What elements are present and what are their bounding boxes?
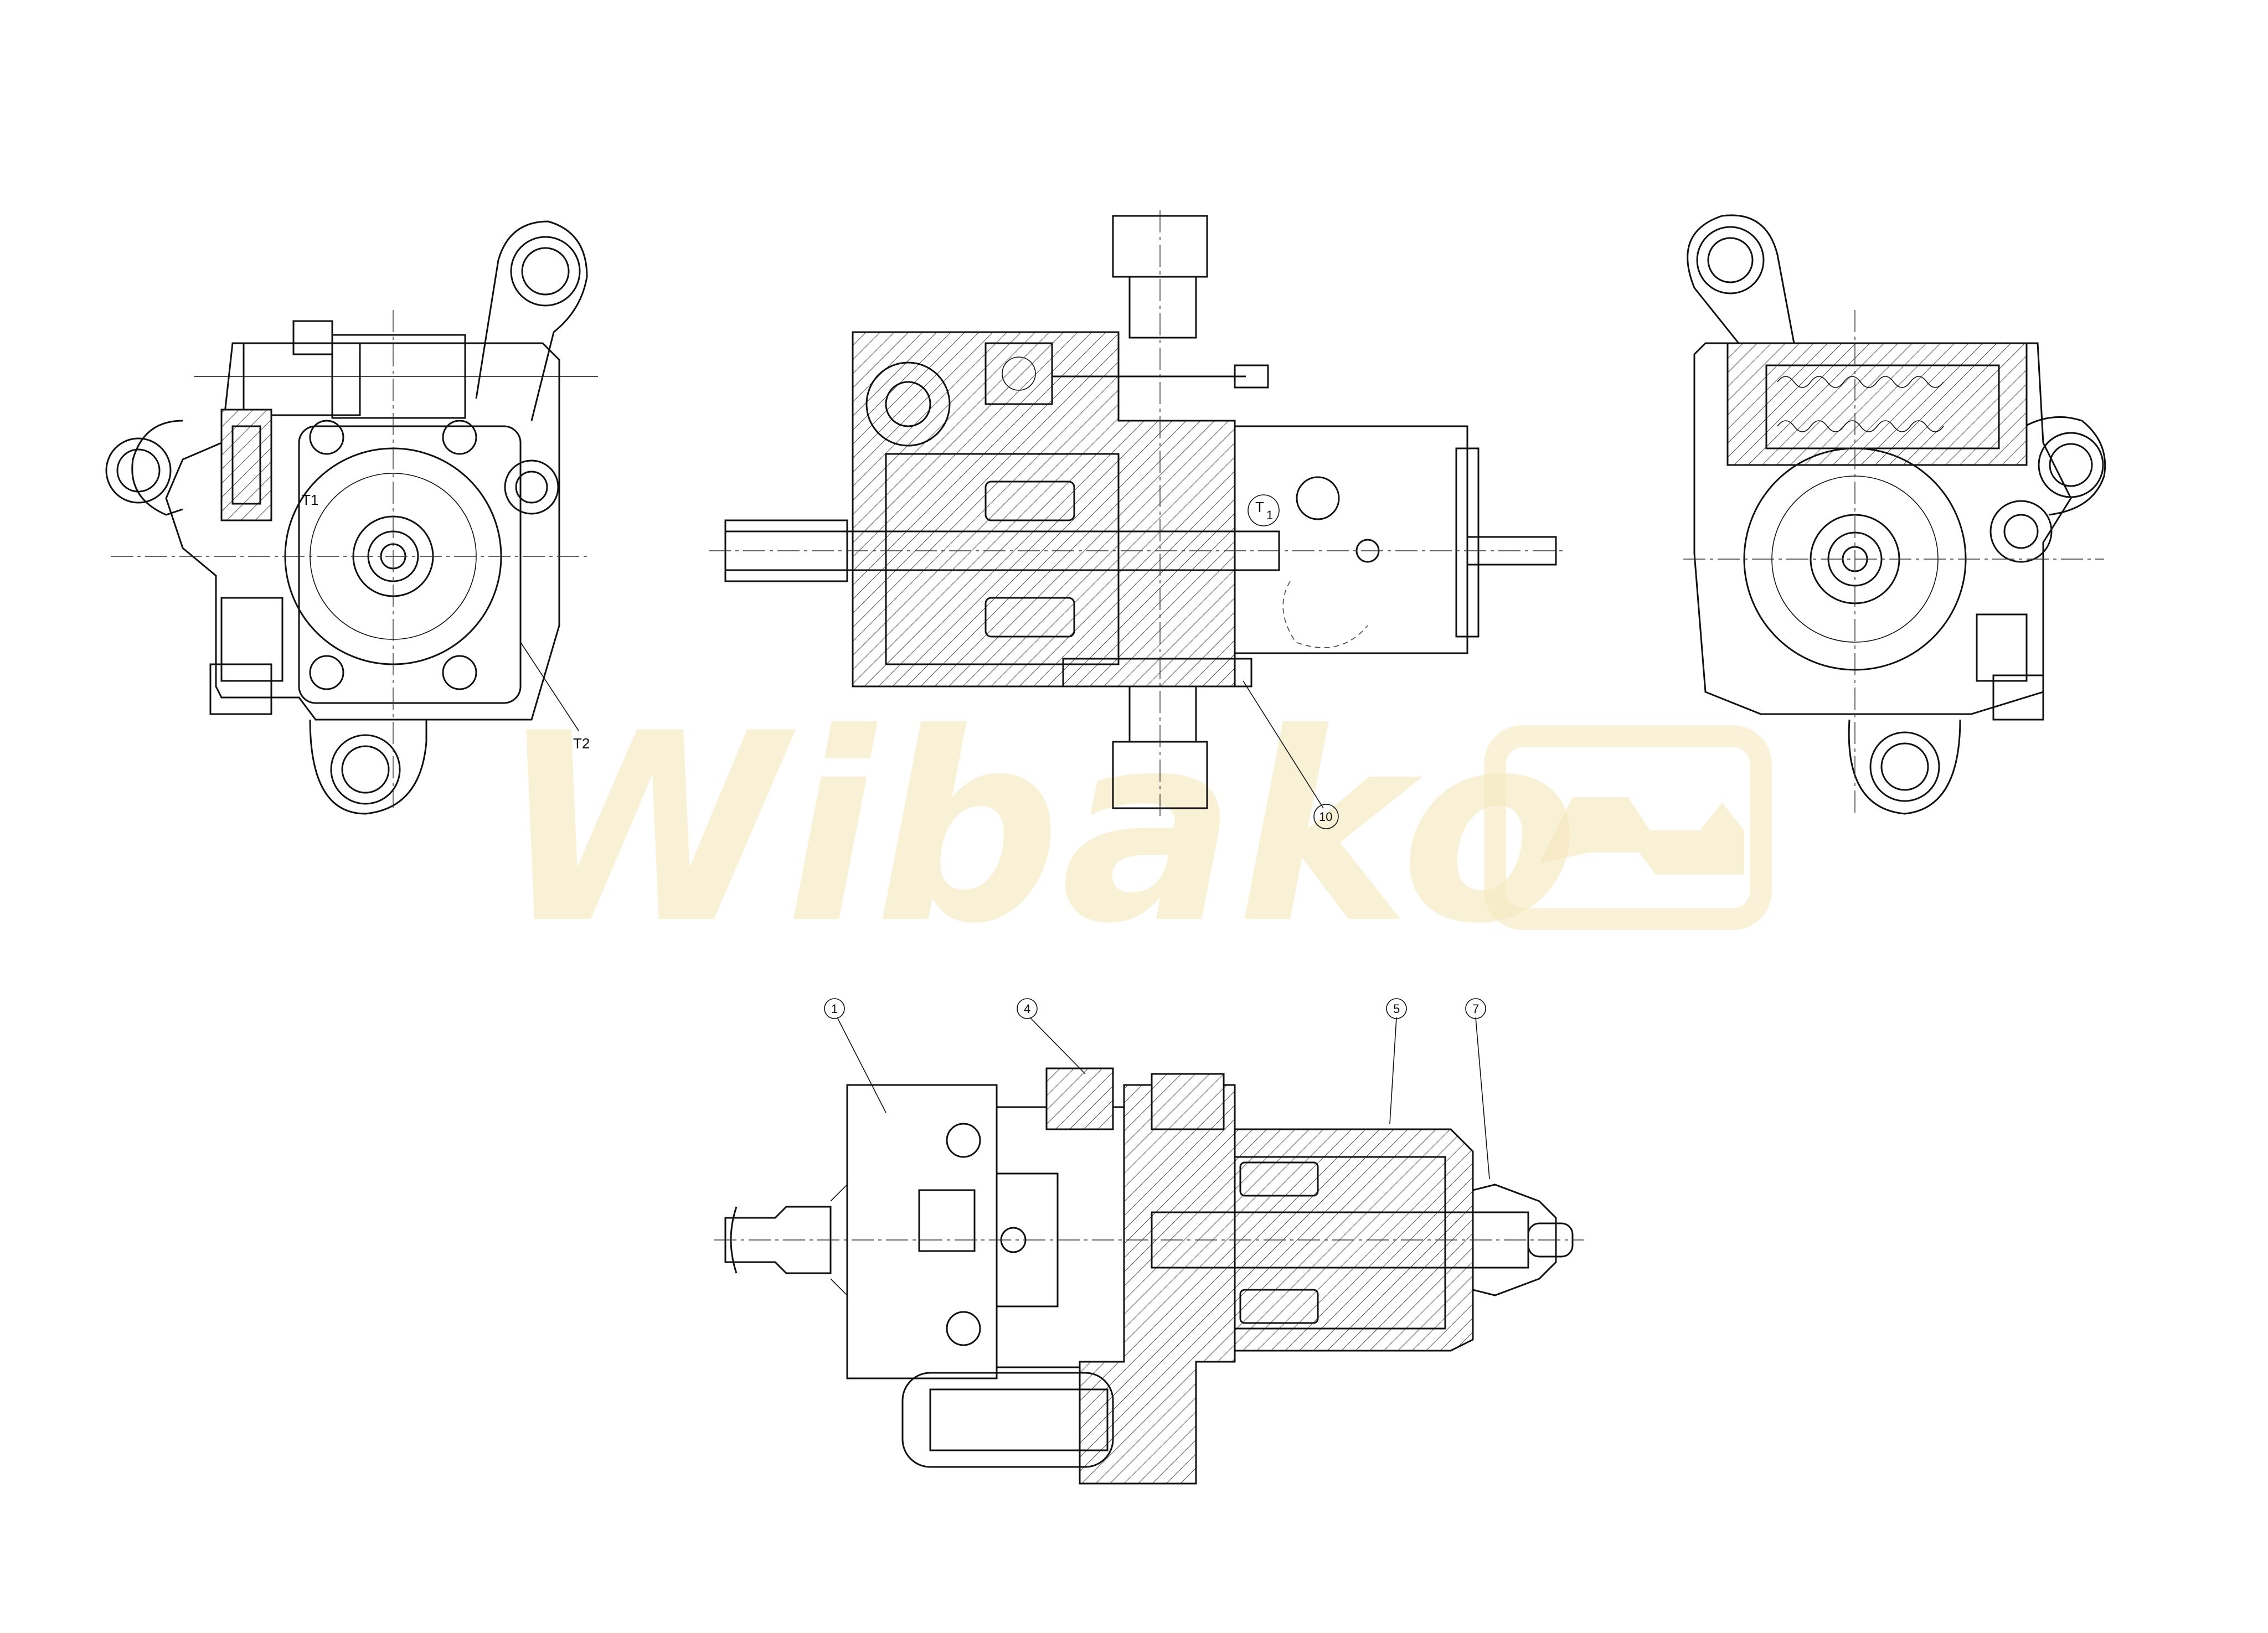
watermark: Wibako bbox=[498, 678, 1772, 980]
port-label-t1-center-sub: 1 bbox=[1266, 508, 1273, 522]
bottom-section-view: 1 4 5 7 bbox=[714, 998, 1584, 1485]
center-housing bbox=[852, 331, 1236, 688]
watermark-logo-frame bbox=[1484, 725, 1772, 930]
callout-1-text: 1 bbox=[831, 1002, 838, 1016]
callout-4-bubble bbox=[1017, 998, 1038, 1019]
callout-5-bubble bbox=[1386, 998, 1407, 1019]
left-end-view: T1 T2 bbox=[105, 220, 598, 815]
callout-4-text: 4 bbox=[1024, 1002, 1030, 1016]
left-view-body bbox=[165, 342, 560, 721]
watermark-text: Wibako bbox=[498, 678, 1579, 980]
callout-7-leader bbox=[1475, 1017, 1490, 1180]
callout-7-bubble bbox=[1465, 998, 1486, 1019]
callout-5-leader bbox=[1389, 1017, 1397, 1124]
callout-10-bubble bbox=[1313, 804, 1339, 829]
callout-7-text: 7 bbox=[1472, 1002, 1479, 1016]
right-end-view bbox=[1683, 214, 2106, 815]
callout-1-bubble bbox=[824, 998, 845, 1019]
right-view-body bbox=[1693, 342, 2072, 715]
watermark-excavator-icon bbox=[1539, 797, 1744, 875]
callout-1-leader bbox=[837, 1017, 886, 1113]
callout-10-text: 10 bbox=[1319, 810, 1332, 824]
center-section-view: T 1 10 bbox=[709, 210, 1567, 829]
t2-leader-line bbox=[520, 642, 579, 731]
bottom-center-hatch bbox=[1079, 1084, 1236, 1485]
callout-4-leader bbox=[1029, 1017, 1086, 1074]
left-view-top-lug bbox=[475, 220, 588, 421]
callout-5-text: 5 bbox=[1393, 1002, 1400, 1016]
port-label-t1-left: T1 bbox=[302, 492, 318, 508]
callout-10-leader bbox=[1243, 680, 1324, 809]
port-label-t1-center: T bbox=[1255, 499, 1264, 515]
port-label-t2: T2 bbox=[573, 735, 590, 752]
